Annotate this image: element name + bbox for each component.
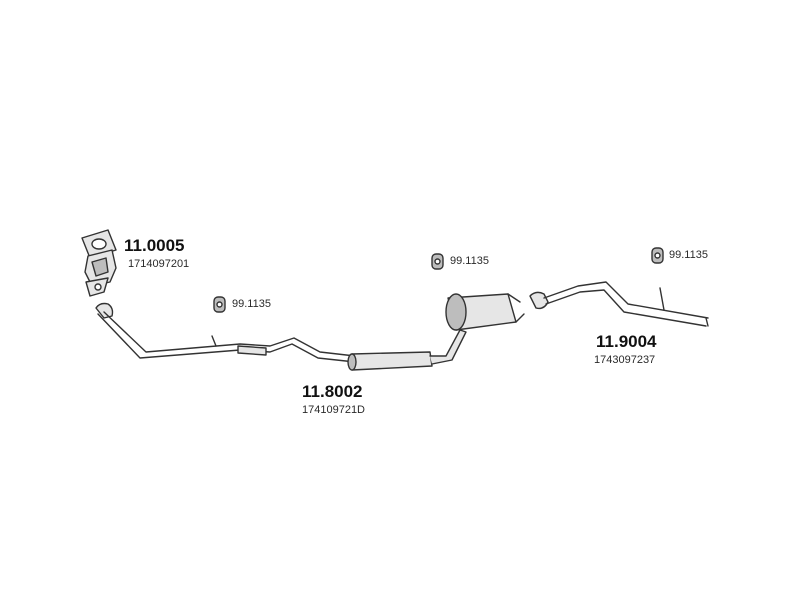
hanger-part-number: 99.1135 [232, 298, 271, 310]
middle-section-oem-number: 174109721D [302, 404, 366, 416]
rear-section-oem-number: 1743097237 [594, 354, 656, 366]
hanger-part-number: 99.1135 [669, 249, 708, 261]
middle-section-drawing [95, 293, 525, 371]
middle-section-part-number: 11.8002 [302, 382, 363, 401]
rear-section-drawing [529, 281, 709, 327]
hanger-icon-3 [651, 247, 664, 264]
hanger-icon-2 [431, 253, 444, 270]
hanger-icon-1 [213, 296, 226, 313]
hanger-part-number: 99.1135 [450, 255, 489, 267]
catalytic-converter-oem-number: 1714097201 [128, 258, 190, 270]
catalytic-converter-part-number: 11.0005 [124, 236, 185, 255]
catalytic-converter-drawing [81, 229, 117, 297]
rear-section-part-number: 11.9004 [596, 332, 657, 351]
